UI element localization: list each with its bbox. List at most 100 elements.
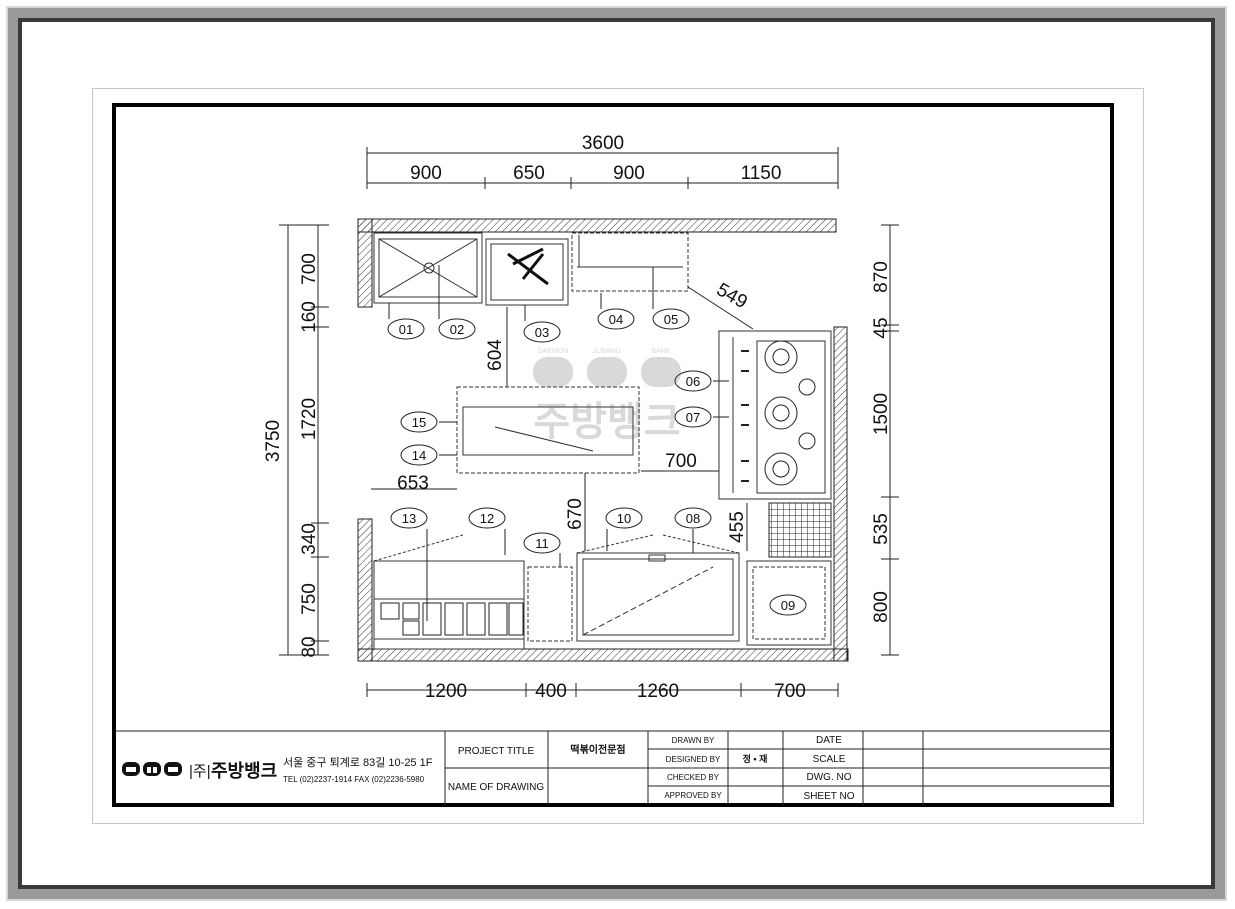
wall-top xyxy=(357,218,837,233)
svg-text:05: 05 xyxy=(664,312,678,327)
project-title-value: 떡볶이전문점 xyxy=(570,743,625,756)
watermark-label-3: BANK xyxy=(651,348,670,355)
svg-text:08: 08 xyxy=(686,511,700,526)
range-06-07 xyxy=(718,330,832,500)
dim-right-4: 535 xyxy=(871,513,892,545)
svg-text:02: 02 xyxy=(450,322,464,337)
dim-bottom-2: 400 xyxy=(535,681,567,702)
sink-01-02 xyxy=(373,232,483,304)
scale-label: SCALE xyxy=(813,754,846,765)
watermark-logo-icons xyxy=(533,357,681,387)
svg-text:01: 01 xyxy=(399,322,413,337)
svg-text:15: 15 xyxy=(412,415,426,430)
callout-11: 11 xyxy=(523,532,561,567)
callout-09: 09 xyxy=(769,594,807,616)
project-title-label: PROJECT TITLE xyxy=(458,746,535,757)
callout-01: 01 xyxy=(387,303,425,340)
wall-bottom xyxy=(357,648,849,662)
svg-text:13: 13 xyxy=(402,511,416,526)
dim-bottom-3: 1260 xyxy=(637,681,679,702)
grid-rack xyxy=(768,502,832,558)
floor-plan: 3600 900 650 900 1150 1200 400 1260 700 … xyxy=(112,103,1114,807)
dim-top-1: 900 xyxy=(410,163,442,184)
dim-604: 604 xyxy=(485,339,506,371)
dim-bottom-4: 700 xyxy=(774,681,806,702)
svg-text:06: 06 xyxy=(686,374,700,389)
cabinet-11 xyxy=(527,566,573,642)
sheet-no-label: SHEET NO xyxy=(804,791,855,802)
dim-700: 700 xyxy=(665,451,697,472)
dim-670: 670 xyxy=(565,498,586,530)
dim-left-3: 1720 xyxy=(299,398,320,440)
drawn-by-label: DRAWN BY xyxy=(672,736,715,745)
dim-left-1: 700 xyxy=(299,253,320,285)
svg-text:07: 07 xyxy=(686,410,700,425)
callout-05: 05 xyxy=(652,267,690,330)
svg-text:03: 03 xyxy=(535,325,549,340)
callout-08: 08 xyxy=(674,507,712,553)
title-block-text: |주| 주방뱅크 서울 중구 퇴계로 83길 10-25 1F TEL (02)… xyxy=(189,735,855,802)
dim-right-2: 45 xyxy=(871,317,892,338)
cabinet-09 xyxy=(746,560,832,646)
watermark-text: 주방뱅크 xyxy=(533,400,680,444)
callout-13: 13 xyxy=(390,507,428,621)
wall-left-upper xyxy=(357,218,373,308)
dim-total-top: 3600 xyxy=(582,133,624,154)
wall-right xyxy=(833,326,848,662)
dim-left-6: 80 xyxy=(299,636,320,657)
dim-right-3: 1500 xyxy=(871,393,892,435)
drawing-sheet: 3600 900 650 900 1150 1200 400 1260 700 … xyxy=(92,88,1144,824)
dim-left-total: 3750 xyxy=(263,420,284,462)
company-phone: TEL (02)2237-1914 FAX (02)2236-5980 xyxy=(283,775,425,784)
company-mark: |주| xyxy=(189,763,211,780)
title-block xyxy=(114,730,1112,805)
dish-rack-03 xyxy=(485,238,569,306)
dim-left-5: 750 xyxy=(299,583,320,615)
callout-03: 03 xyxy=(523,305,561,343)
dim-left-2: 160 xyxy=(299,301,320,333)
callout-15: 15 xyxy=(400,411,457,433)
callout-02: 02 xyxy=(438,265,476,340)
dim-top-3: 900 xyxy=(613,163,645,184)
callout-14: 14 xyxy=(400,444,457,466)
dim-455: 455 xyxy=(727,511,748,543)
equipment xyxy=(373,232,832,650)
svg-text:12: 12 xyxy=(480,511,494,526)
svg-text:04: 04 xyxy=(609,312,623,327)
callout-10: 10 xyxy=(605,507,643,551)
designed-by-label: DESIGNED BY xyxy=(666,755,721,764)
company-address: 서울 중구 퇴계로 83길 10-25 1F xyxy=(283,756,433,769)
walls xyxy=(357,218,849,662)
dim-right-5: 800 xyxy=(871,591,892,623)
callouts: 01 02 03 04 05 06 07 08 09 10 11 12 13 1… xyxy=(387,265,807,621)
wall-left-lower xyxy=(357,518,373,662)
date-label: DATE xyxy=(816,735,842,746)
counter-12-13 xyxy=(373,560,525,650)
name-of-drawing-label: NAME OF DRAWING xyxy=(448,782,545,793)
callout-04: 04 xyxy=(597,293,635,330)
svg-text:14: 14 xyxy=(412,448,426,463)
watermark: DAEMON JUBANG BANK 주방뱅크 xyxy=(533,348,681,444)
svg-text:11: 11 xyxy=(535,536,549,551)
center-table-14-15 xyxy=(456,386,640,474)
dim-left-4: 340 xyxy=(299,523,320,555)
drawing-border xyxy=(112,103,1114,807)
watermark-label-1: DAEMON xyxy=(538,348,569,355)
company-name: 주방뱅크 xyxy=(211,761,277,781)
dim-653: 653 xyxy=(397,473,429,494)
dimension-lines xyxy=(279,147,899,697)
designed-by-value: 정 • 재 xyxy=(743,753,768,764)
checked-by-label: CHECKED BY xyxy=(667,773,720,782)
svg-text:09: 09 xyxy=(781,598,795,613)
callout-06: 06 xyxy=(674,370,729,392)
svg-text:10: 10 xyxy=(617,511,631,526)
dim-top-4: 1150 xyxy=(741,163,782,184)
dim-bottom-1: 1200 xyxy=(425,681,467,702)
dimension-labels: 3600 900 650 900 1150 1200 400 1260 700 … xyxy=(263,133,892,702)
table-04-05 xyxy=(571,232,689,292)
refrigerator-08-10 xyxy=(576,552,740,642)
dim-right-1: 870 xyxy=(871,261,892,293)
company-logo-icons xyxy=(122,762,182,776)
dwg-no-label: DWG. NO xyxy=(807,772,852,783)
watermark-label-2: JUBANG xyxy=(593,348,621,355)
